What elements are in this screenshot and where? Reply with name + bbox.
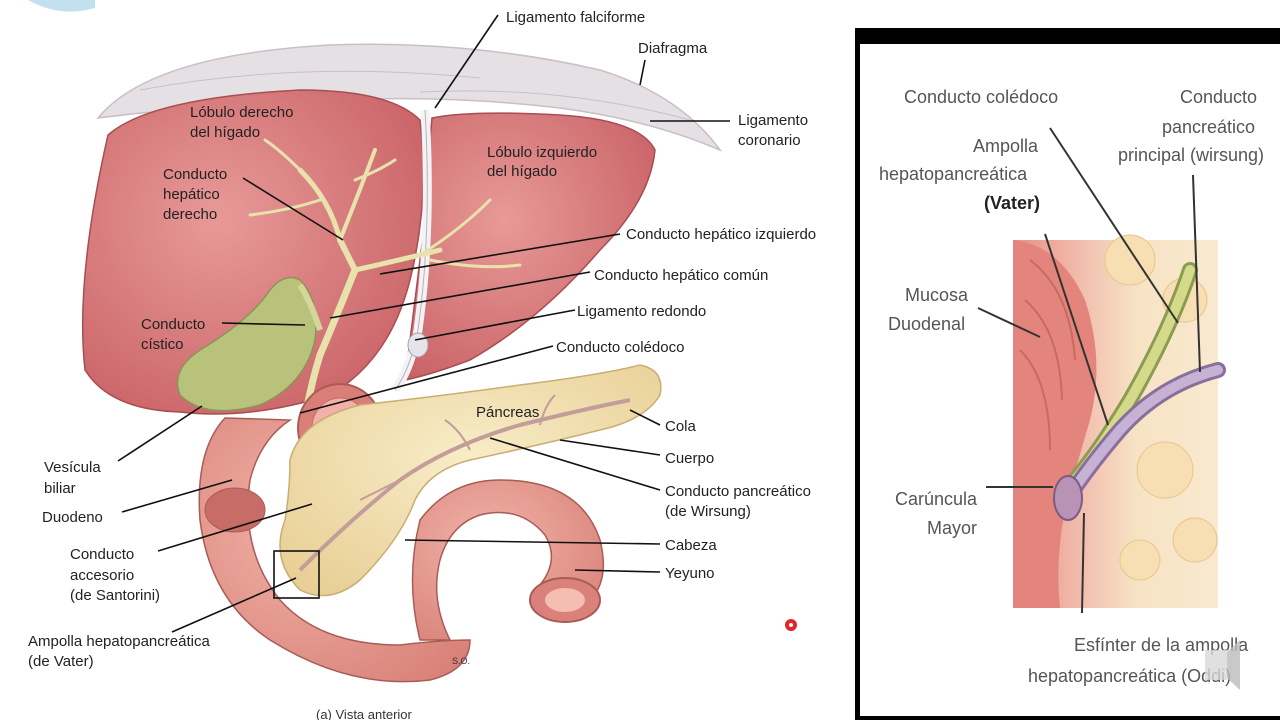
label-conducto-accesorio-1: Conducto xyxy=(70,546,134,563)
inset-label-mucosa-2: Duodenal xyxy=(888,314,965,334)
label-conducto-pancreatico-1: Conducto pancreático xyxy=(665,483,811,500)
label-conducto-hepatico-derecho-2: hepático xyxy=(163,186,220,203)
label-conducto-coledoco: Conducto colédoco xyxy=(556,339,684,356)
label-cabeza: Cabeza xyxy=(665,537,717,554)
label-conducto-hepatico-izquierdo: Conducto hepático izquierdo xyxy=(626,226,816,243)
duodenum-shape xyxy=(198,417,471,683)
inset-label-conducto-pancreatico-1: Conducto xyxy=(1180,87,1257,107)
label-ligamento-redondo: Ligamento redondo xyxy=(577,303,706,320)
inset-label-ampolla-2: hepatopancreática xyxy=(879,164,1028,184)
inset-panel: Conducto colédoco Conducto pancreático p… xyxy=(855,28,1280,720)
label-lobulo-derecho-1: Lóbulo derecho xyxy=(190,104,293,121)
label-yeyuno: Yeyuno xyxy=(665,565,715,582)
figure-caption: (a) Vista anterior xyxy=(316,707,413,720)
label-ampolla-2: (de Vater) xyxy=(28,653,94,670)
corner-logo-fragment xyxy=(28,0,95,12)
inset-label-conducto-coledoco: Conducto colédoco xyxy=(904,87,1058,107)
label-ligamento-coronario-1: Ligamento xyxy=(738,112,808,129)
label-vesicula-2: biliar xyxy=(44,480,76,497)
gallbladder-shape xyxy=(176,276,317,412)
inset-label-conducto-pancreatico-2: pancreático xyxy=(1162,117,1255,137)
label-diafragma: Diafragma xyxy=(638,40,708,57)
inset-label-conducto-pancreatico-3: principal (wirsung) xyxy=(1118,145,1264,165)
label-cola: Cola xyxy=(665,418,697,435)
inset-leader-lines xyxy=(977,127,1201,614)
leader-lines xyxy=(117,14,730,633)
inset-illustration xyxy=(1013,234,1226,608)
label-ligamento-coronario-2: coronario xyxy=(738,132,801,149)
label-ampolla-1: Ampolla hepatopancreática xyxy=(28,633,210,650)
ampulla-highlight-box xyxy=(273,550,320,599)
label-lobulo-derecho-2: del hígado xyxy=(190,124,260,141)
label-conducto-accesorio-3: (de Santorini) xyxy=(70,587,160,604)
inset-label-caruncula-2: Mayor xyxy=(927,518,977,538)
label-duodeno: Duodeno xyxy=(42,509,103,526)
pancreatic-duct xyxy=(298,398,631,572)
speaker-icon xyxy=(1205,640,1240,690)
label-lobulo-izquierdo-2: del hígado xyxy=(487,163,557,180)
inset-label-mucosa-1: Mucosa xyxy=(905,285,969,305)
pancreas-shape xyxy=(279,364,662,597)
main-figure: Ligamento falciforme Diafragma Ligamento… xyxy=(28,0,816,720)
label-vesicula-1: Vesícula xyxy=(44,459,101,476)
label-conducto-cistico-1: Conducto xyxy=(141,316,205,333)
inset-label-esfinter-2: hepatopancreática (Oddi) xyxy=(1028,666,1231,686)
label-lobulo-izquierdo-1: Lóbulo izquierdo xyxy=(487,144,597,161)
inset-label-ampolla-3: (Vater) xyxy=(984,193,1040,213)
inset-label-ampolla-1: Ampolla xyxy=(973,136,1039,156)
artist-signature: S.O. xyxy=(452,656,470,666)
label-conducto-hepatico-derecho-3: derecho xyxy=(163,206,217,223)
liver-right-lobe xyxy=(81,89,425,415)
inset-label-caruncula-1: Carúncula xyxy=(895,489,978,509)
label-conducto-accesorio-2: accesorio xyxy=(70,567,134,584)
label-conducto-hepatico-derecho-1: Conducto xyxy=(163,166,227,183)
label-pancreas: Páncreas xyxy=(476,404,539,421)
label-conducto-cistico-2: cístico xyxy=(141,336,184,353)
label-cuerpo: Cuerpo xyxy=(665,450,714,467)
label-conducto-pancreatico-2: (de Wirsung) xyxy=(665,503,751,520)
label-conducto-hepatico-comun: Conducto hepático común xyxy=(594,267,768,284)
label-ligamento-falciforme: Ligamento falciforme xyxy=(506,9,645,26)
red-dot-icon xyxy=(785,619,797,631)
